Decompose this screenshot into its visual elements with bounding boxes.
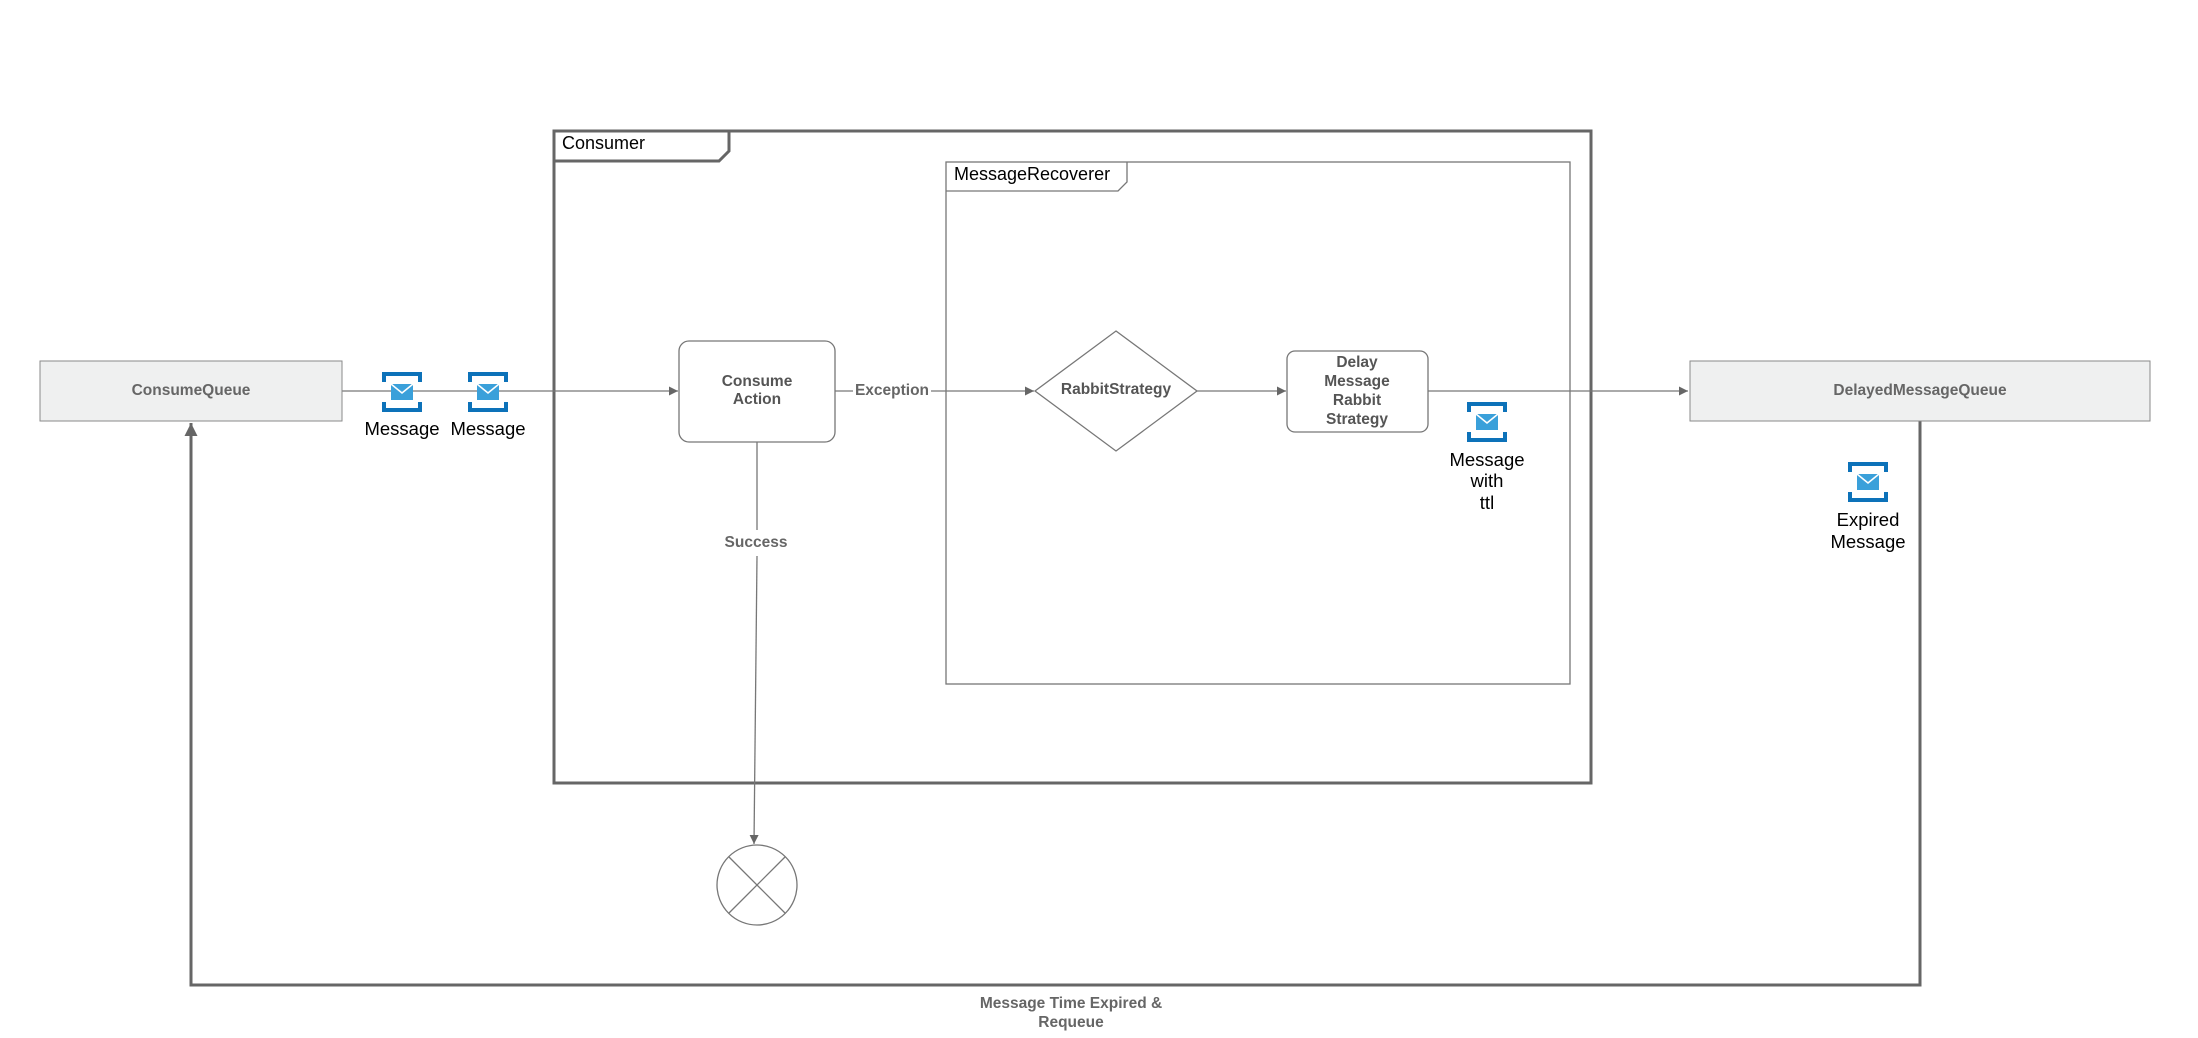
success-edge-label: Success <box>725 534 788 551</box>
consume-action-task: Consume Action <box>678 340 836 443</box>
delayed-message-queue-label: DelayedMessageQueue <box>1833 382 2007 399</box>
envelope-icon <box>1848 462 1888 502</box>
expired-message-label-line-1: Expired <box>1837 509 1900 530</box>
delay-strategy-label-line-3: Rabbit <box>1333 392 1381 409</box>
expired-requeue-label-line-1: Message Time Expired & <box>980 995 1162 1012</box>
delay-strategy-label-line-4: Strategy <box>1326 411 1388 428</box>
consumer-frame-title: Consumer <box>562 133 645 153</box>
message-ttl-label-line-2: with <box>1470 470 1504 491</box>
message-2-label: Message <box>450 418 525 439</box>
expired-requeue-label-line-2: Requeue <box>1038 1014 1104 1031</box>
expired-message: Expired Message <box>1830 462 1906 552</box>
message-2: Message <box>450 372 526 439</box>
message-1-label: Message <box>364 418 439 439</box>
message-recoverer-frame-title: MessageRecoverer <box>954 164 1110 184</box>
message-recoverer-frame: MessageRecoverer <box>945 161 1571 685</box>
envelope-icon <box>468 372 508 412</box>
delay-strategy-label-line-2: Message <box>1324 373 1390 390</box>
message-with-ttl: Message with ttl <box>1449 402 1525 513</box>
expired-message-label-line-2: Message <box>1830 531 1905 552</box>
consume-queue: ConsumeQueue <box>39 360 343 422</box>
delay-message-rabbit-strategy-task: Delay Message Rabbit Strategy <box>1286 350 1429 433</box>
envelope-icon <box>382 372 422 412</box>
delay-strategy-label-line-1: Delay <box>1336 354 1378 371</box>
envelope-icon <box>1467 402 1507 442</box>
message-ttl-label-line-3: ttl <box>1480 492 1494 513</box>
message-1: Message <box>364 372 440 439</box>
consume-action-label-line-1: Consume <box>722 373 793 390</box>
edge-success <box>749 555 759 845</box>
delayed-message-queue: DelayedMessageQueue <box>1689 360 2151 422</box>
consume-action-label-line-2: Action <box>733 391 781 408</box>
rabbit-strategy-label: RabbitStrategy <box>1061 381 1172 398</box>
consume-queue-label: ConsumeQueue <box>132 382 251 399</box>
edges <box>184 386 1922 987</box>
consumer-frame: Consumer <box>552 129 1593 785</box>
exception-edge-label: Exception <box>855 382 929 399</box>
terminate-end-event <box>716 844 798 926</box>
edge-expired-requeue <box>184 421 1922 987</box>
message-ttl-label-line-1: Message <box>1449 449 1524 470</box>
rabbit-strategy-gateway: RabbitStrategy <box>1033 330 1199 452</box>
